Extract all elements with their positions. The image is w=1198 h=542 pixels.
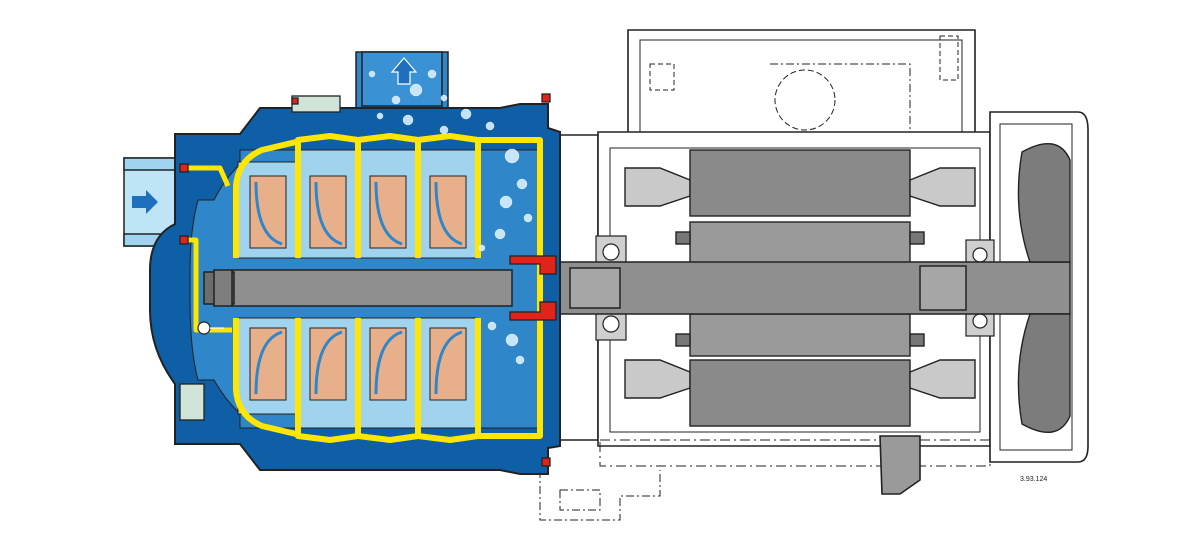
stage-casings [184,133,543,443]
arrow-right-icon [132,190,158,214]
rotor [675,221,925,357]
pump-shaft [203,269,513,307]
pump-flanges [179,95,341,421]
mounting-base [539,470,661,521]
motor-shaft [509,261,1071,315]
cooling-fan [1017,143,1071,433]
mechanical-seal [179,93,557,467]
figure-reference-code: 3.93.124 [1020,476,1047,483]
arrow-up-icon [390,57,418,85]
impeller-vanes [254,181,463,395]
air-bubbles [368,69,533,365]
impellers [249,175,467,401]
drain-plug [197,321,224,335]
stator-windings [624,149,976,427]
